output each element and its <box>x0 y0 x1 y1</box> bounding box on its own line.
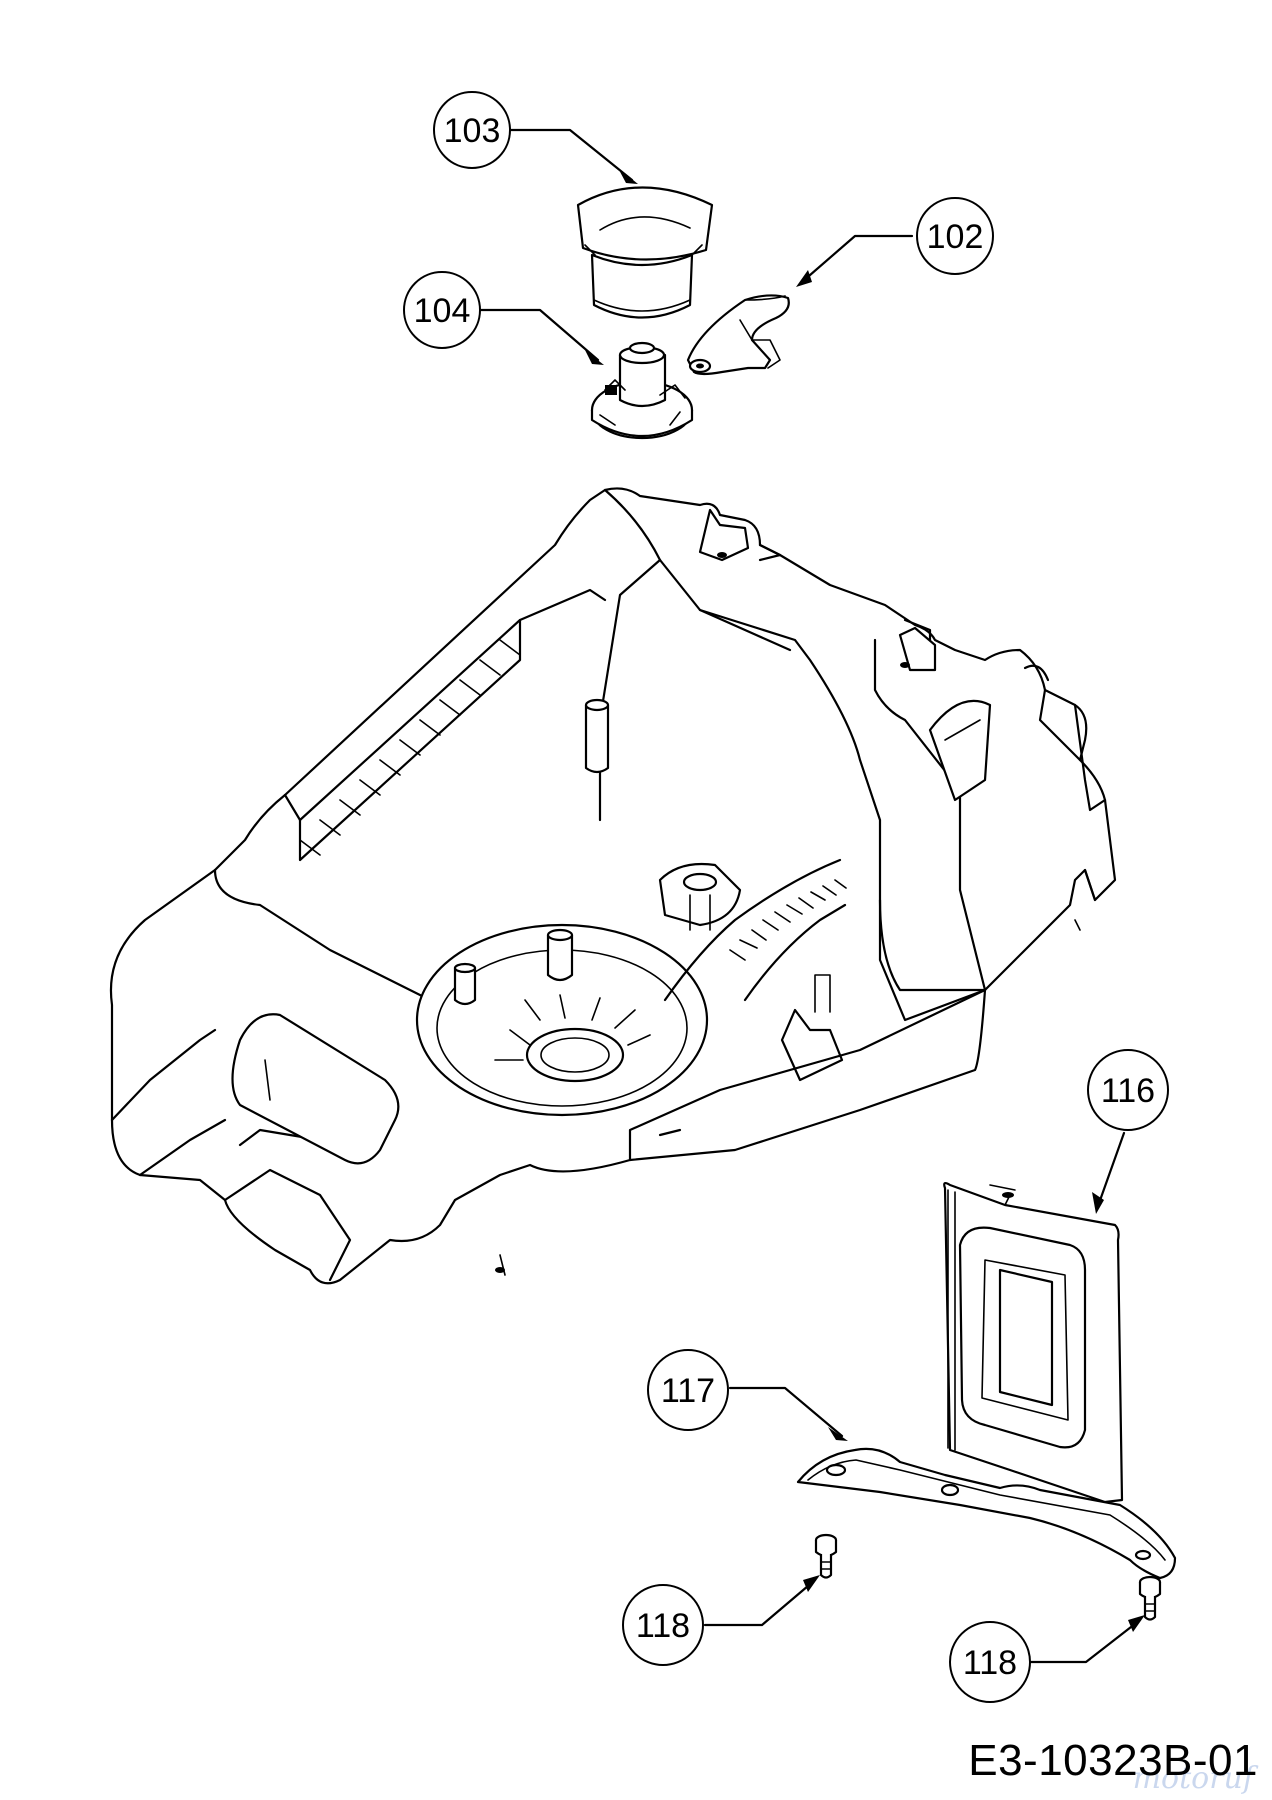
callout-102: 102 <box>916 197 994 275</box>
callout-103: 103 <box>433 91 511 169</box>
drawing-code: E3-10323B-01 <box>968 1736 1258 1785</box>
mower-deck-housing <box>109 487 1117 1285</box>
callout-118-right: 118 <box>949 1621 1031 1703</box>
part-118-screw-right <box>1138 1575 1162 1621</box>
part-103-cap <box>576 186 714 319</box>
part-117-rail <box>796 1447 1177 1580</box>
svg-text:116: 116 <box>1101 1072 1155 1110</box>
callout-104: 104 <box>403 271 481 349</box>
callout-116: 116 <box>1087 1049 1169 1131</box>
svg-text:118: 118 <box>636 1607 690 1645</box>
leader-lines <box>478 128 1145 1664</box>
svg-text:103: 103 <box>444 112 501 150</box>
svg-text:118: 118 <box>963 1644 1017 1682</box>
watermark-logo: motoruf <box>1132 1761 1254 1796</box>
callout-117: 117 <box>647 1349 729 1431</box>
svg-text:104: 104 <box>414 292 471 330</box>
part-104-bushing <box>590 341 694 440</box>
part-116-rear-flap <box>943 1182 1124 1504</box>
svg-text:117: 117 <box>661 1372 715 1410</box>
svg-text:102: 102 <box>927 218 984 256</box>
callout-118-left: 118 <box>622 1584 704 1666</box>
part-102-clip <box>686 294 790 376</box>
part-118-screw-left <box>814 1533 838 1579</box>
